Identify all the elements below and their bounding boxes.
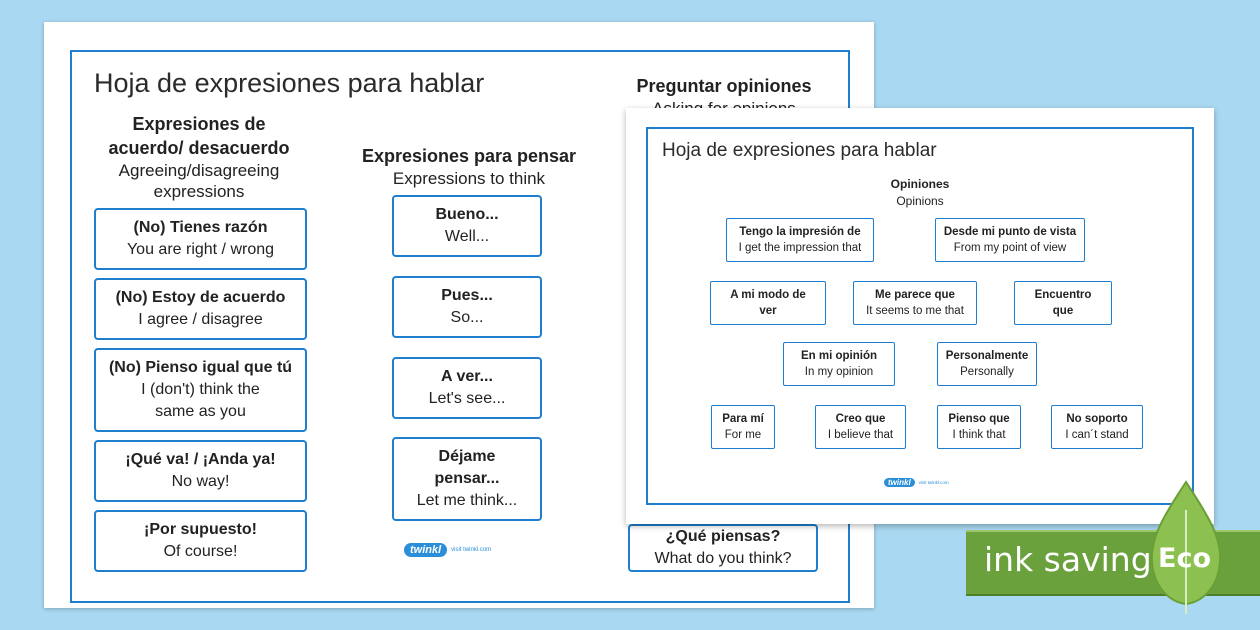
expression-english: Of course! <box>163 543 238 560</box>
thinking-heading: Expresiones para pensar <box>361 146 577 166</box>
opinion-english: It seems to me that <box>866 305 964 317</box>
expression-card: (No) Tienes razón You are right / wrong <box>94 208 307 270</box>
expression-spanish: (No) Pienso igual que tú <box>108 359 293 376</box>
opinion-card: En mi opinión In my opinion <box>783 342 895 386</box>
expression-spanish: ¡Por supuesto! <box>144 521 257 538</box>
opinion-spanish: Desde mi punto de vista <box>943 226 1077 238</box>
opinion-spanish: Para mí <box>722 413 764 425</box>
opinion-card: Creo que I believe that <box>815 405 906 449</box>
ink-saving-text: ink saving <box>984 540 1152 579</box>
expression-spanish: Déjame pensar... <box>434 448 500 487</box>
opinion-english: I can´t stand <box>1065 429 1129 441</box>
opinion-card: No soporto I can´t stand <box>1051 405 1143 449</box>
opinion-card: Personalmente Personally <box>937 342 1037 386</box>
thinking-heading-group: Expresiones para pensar Expressions to t… <box>359 144 579 189</box>
expression-english: So... <box>450 309 484 326</box>
twinkl-logo-url: visit twinkl.com <box>918 480 949 485</box>
opinions-heading: Opiniones <box>890 177 950 191</box>
expression-english: Let me think... <box>416 492 518 509</box>
opinion-card: Para mí For me <box>711 405 775 449</box>
opinion-spanish: A mi modo de ver <box>730 289 806 317</box>
opinion-english: From my point of view <box>953 242 1067 254</box>
opinion-card: Encuentro que <box>1014 281 1112 325</box>
expression-card: ¡Por supuesto! Of course! <box>94 510 307 572</box>
asking-heading: Preguntar opiniones <box>636 76 812 96</box>
twinkl-logo: twinkl visit twinkl.com <box>404 543 491 557</box>
front-worksheet: Hoja de expresiones para hablar Opinione… <box>626 108 1214 524</box>
opinion-english: In my opinion <box>804 366 874 378</box>
expression-card: (No) Pienso igual que tú I (don't) think… <box>94 348 307 432</box>
opinion-english: I think that <box>952 429 1006 441</box>
opinion-spanish: En mi opinión <box>800 350 878 362</box>
worksheet-title: Hoja de expresiones para hablar <box>662 140 937 161</box>
opinion-spanish: Encuentro que <box>1034 289 1092 317</box>
expression-card: ¿Qué piensas? What do you think? <box>628 524 818 572</box>
opinion-spanish: No soporto <box>1066 413 1128 425</box>
expression-english: What do you think? <box>654 550 792 567</box>
expression-card: ¡Qué va! / ¡Anda ya! No way! <box>94 440 307 502</box>
expression-english: Well... <box>444 228 490 245</box>
asking-heading-group: Preguntar opiniones Asking for opinions <box>624 74 824 109</box>
twinkl-logo-url: visit twinkl.com <box>451 547 492 553</box>
opinion-card: Desde mi punto de vista From my point of… <box>935 218 1085 262</box>
opinion-english: For me <box>724 429 762 441</box>
opinions-subheading: Opinions <box>896 194 944 208</box>
opinion-english: I get the impression that <box>738 242 862 254</box>
expression-spanish: ¿Qué piensas? <box>665 528 781 545</box>
worksheet-border <box>646 127 1194 505</box>
expression-card: A ver... Let's see... <box>392 357 542 419</box>
eco-label: Eco <box>1158 543 1211 574</box>
expression-card: Bueno... Well... <box>392 195 542 257</box>
twinkl-logo-mark: twinkl <box>884 478 915 487</box>
expression-spanish: Pues... <box>441 287 493 304</box>
opinion-spanish: Me parece que <box>875 289 955 301</box>
agreeing-subheading: Agreeing/disagreeing expressions <box>118 161 280 201</box>
expression-card: Déjame pensar... Let me think... <box>392 437 542 521</box>
opinion-spanish: Pienso que <box>948 413 1010 425</box>
expression-english: No way! <box>171 473 230 490</box>
opinion-english: Personally <box>960 366 1014 378</box>
opinion-spanish: Tengo la impresión de <box>739 226 861 238</box>
expression-english: Let's see... <box>428 390 506 407</box>
eco-leaf-icon <box>1150 480 1222 614</box>
expression-spanish: Bueno... <box>435 206 499 223</box>
expression-spanish: (No) Estoy de acuerdo <box>115 289 286 306</box>
expression-english: You are right / wrong <box>126 241 275 258</box>
expression-english: I agree / disagree <box>138 311 263 328</box>
opinion-spanish: Personalmente <box>945 350 1029 362</box>
opinion-card: Tengo la impresión de I get the impressi… <box>726 218 874 262</box>
asking-subheading: Asking for opinions <box>652 99 796 109</box>
opinion-card: Me parece que It seems to me that <box>853 281 977 325</box>
opinions-heading-group: Opiniones Opinions <box>870 176 970 210</box>
twinkl-logo: twinkl visit twinkl.com <box>884 478 949 487</box>
expression-spanish: A ver... <box>441 368 493 385</box>
expression-english: I (don't) think the same as you <box>141 381 260 420</box>
expression-card: Pues... So... <box>392 276 542 338</box>
expression-spanish: ¡Qué va! / ¡Anda ya! <box>125 451 276 468</box>
worksheet-title: Hoja de expresiones para hablar <box>94 68 485 98</box>
expression-spanish: (No) Tienes razón <box>133 219 268 236</box>
thinking-subheading: Expressions to think <box>392 169 546 188</box>
opinion-card: Pienso que I think that <box>937 405 1021 449</box>
agreeing-heading-group: Expresiones de acuerdo/ desacuerdo Agree… <box>99 112 299 202</box>
twinkl-logo-mark: twinkl <box>404 543 448 557</box>
agreeing-heading: Expresiones de acuerdo/ desacuerdo <box>108 114 290 158</box>
expression-card: (No) Estoy de acuerdo I agree / disagree <box>94 278 307 340</box>
opinion-english: I believe that <box>827 429 894 441</box>
opinion-card: A mi modo de ver <box>710 281 826 325</box>
opinion-spanish: Creo que <box>835 413 886 425</box>
